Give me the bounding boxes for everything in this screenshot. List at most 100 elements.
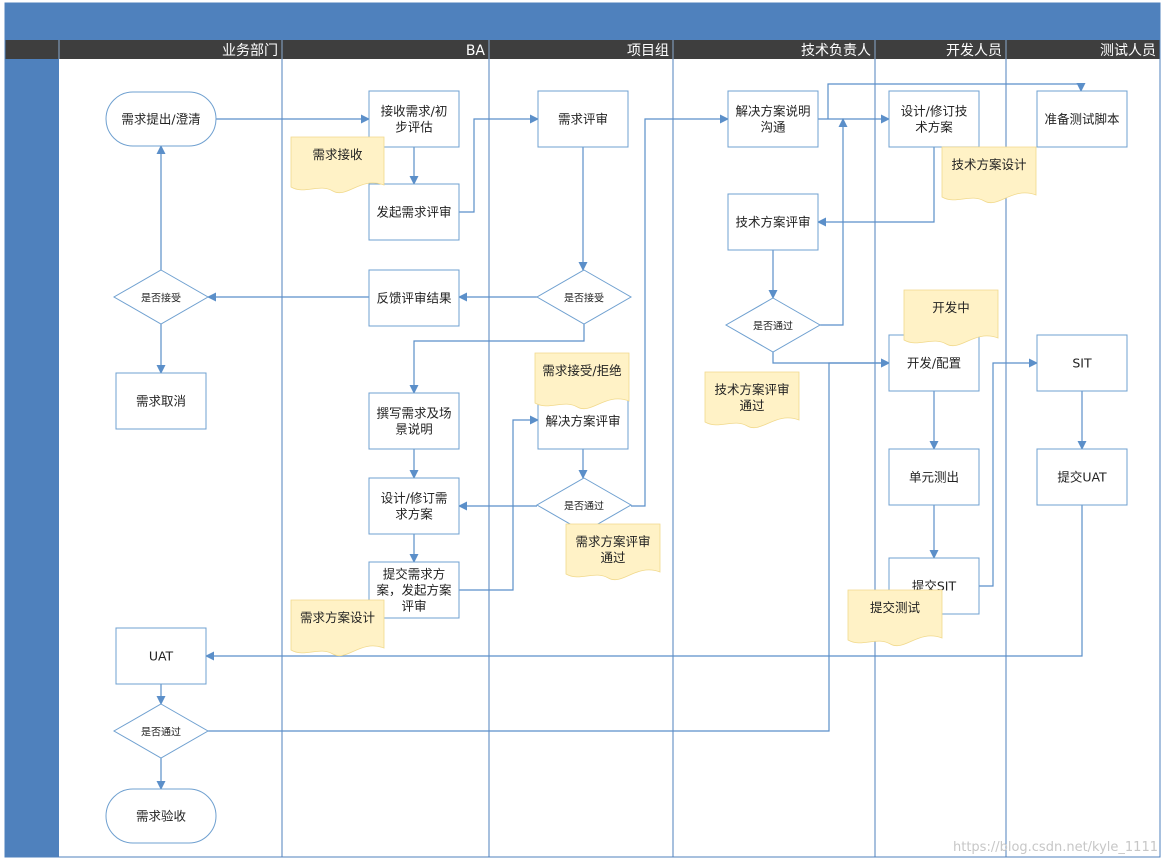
- document-shape: [847, 589, 943, 647]
- edge-n_start_review-to-n_review: [459, 114, 539, 213]
- edge-n_review_dec-to-n_write: [409, 324, 585, 394]
- node-label: SIT: [1072, 356, 1092, 371]
- note-label: 通过: [739, 398, 765, 413]
- node-label: 是否通过: [141, 726, 181, 739]
- note-label: 需求接收: [312, 147, 363, 162]
- note-label: 技术方案评审: [714, 382, 789, 397]
- process-shape: [727, 90, 819, 148]
- document-shape: [704, 371, 800, 429]
- decision-shape: [112, 269, 210, 325]
- node-label: 需求评审: [558, 112, 608, 127]
- node-label: 步评估: [395, 120, 433, 135]
- lane-title-biz: 业务部门: [222, 43, 278, 59]
- edge-n_plan_dec-to-n_explain: [631, 114, 729, 507]
- edge-n_tech_dec-to-n_tech_design: [820, 118, 848, 326]
- edge-n_submit_sit-to-n_sit: [979, 358, 1038, 587]
- node-label: 准备测试脚本: [1044, 112, 1120, 127]
- decision-shape: [112, 703, 210, 759]
- pool-sidebar: [5, 59, 59, 857]
- node-n_unit: 单元测出: [888, 448, 980, 506]
- note-d_plan_design: 需求方案设计: [290, 599, 385, 657]
- node-label: 反馈评审结果: [376, 291, 452, 306]
- note-label: 需求方案评审: [575, 534, 650, 549]
- process-shape: [727, 193, 819, 251]
- node-n_start_review: 发起需求评审: [368, 183, 460, 241]
- node-label: 是否通过: [753, 320, 793, 333]
- edge-n_explain-to-n_test_script: [827, 83, 1086, 119]
- decision-shape: [724, 297, 822, 353]
- node-label: 是否接受: [564, 292, 604, 305]
- process-shape: [368, 477, 460, 535]
- node-n_uat_dec: 是否通过: [112, 703, 210, 759]
- node-label: 是否接受: [141, 292, 181, 305]
- node-label: 求方案: [395, 507, 433, 522]
- document-shape: [941, 146, 1037, 204]
- lane-title-tech: 技术负责人: [801, 43, 871, 59]
- note-label: 通过: [600, 550, 626, 565]
- node-label: 需求验收: [136, 809, 187, 824]
- node-label: 单元测出: [909, 470, 959, 485]
- note-d_receive: 需求接收: [290, 136, 385, 194]
- process-shape: [888, 90, 980, 148]
- node-label: 设计/修订需: [381, 491, 448, 506]
- note-label: 开发中: [932, 300, 970, 315]
- node-n_plan_dec: 是否通过: [535, 477, 633, 533]
- process-shape: [115, 372, 207, 430]
- lane-title-dev: 开发人员: [946, 43, 1002, 59]
- node-n_tech_review: 技术方案评审: [727, 193, 819, 251]
- node-label: 沟通: [760, 120, 786, 135]
- terminal-shape: [105, 788, 217, 844]
- node-n_dev: 开发/配置: [888, 334, 980, 392]
- note-label: 技术方案设计: [951, 157, 1026, 172]
- node-n_uat: UAT: [115, 627, 207, 685]
- edge-n_uat_dec-to-n_dev: [208, 358, 890, 732]
- node-label: 解决方案评审: [545, 414, 620, 429]
- edge-n_submit_plan-to-n_plan_review: [459, 415, 539, 591]
- process-shape: [1036, 334, 1128, 392]
- node-label: 解决方案说明: [735, 104, 810, 119]
- node-label: 撰写需求及场: [376, 406, 451, 421]
- node-n_submit_uat: 提交UAT: [1036, 448, 1128, 506]
- note-d_tech_design: 技术方案设计: [941, 146, 1037, 204]
- node-n_feedback: 反馈评审结果: [368, 269, 460, 327]
- document-shape: [565, 523, 661, 581]
- note-d_dev: 开发中: [903, 289, 999, 347]
- node-label: 评审: [401, 599, 426, 614]
- node-label: 开发/配置: [907, 356, 961, 371]
- lane-title-pm: 项目组: [627, 43, 669, 59]
- note-label: 提交测试: [870, 600, 921, 615]
- node-label: 技术方案评审: [735, 215, 810, 230]
- document-shape: [903, 289, 999, 347]
- edge-n_submit_uat-to-n_uat: [205, 505, 1083, 661]
- node-label: 接收需求/初: [381, 104, 448, 119]
- node-label: 是否通过: [564, 500, 604, 513]
- process-shape: [1036, 90, 1128, 148]
- watermark-text: https://blog.csdn.net/kyle_1111: [953, 840, 1158, 855]
- node-n_test_script: 准备测试脚本: [1036, 90, 1128, 148]
- process-shape: [368, 269, 460, 327]
- document-shape: [534, 352, 630, 410]
- terminal-shape: [105, 91, 217, 147]
- node-label: 提交UAT: [1057, 470, 1107, 485]
- process-shape: [537, 90, 629, 148]
- node-label: UAT: [149, 649, 174, 664]
- process-shape: [1036, 448, 1128, 506]
- node-n_submit: 需求提出/澄清: [105, 91, 217, 147]
- node-label: 景说明: [395, 422, 433, 437]
- node-label: 案，发起方案: [376, 583, 452, 598]
- lane-header-strip: [5, 40, 1160, 59]
- node-label: 需求取消: [136, 394, 186, 409]
- node-label: 设计/修订技: [901, 104, 968, 119]
- node-n_done: 需求验收: [105, 788, 217, 844]
- lane-title-ba: BA: [466, 43, 486, 59]
- process-shape: [368, 392, 460, 450]
- node-n_review: 需求评审: [537, 90, 629, 148]
